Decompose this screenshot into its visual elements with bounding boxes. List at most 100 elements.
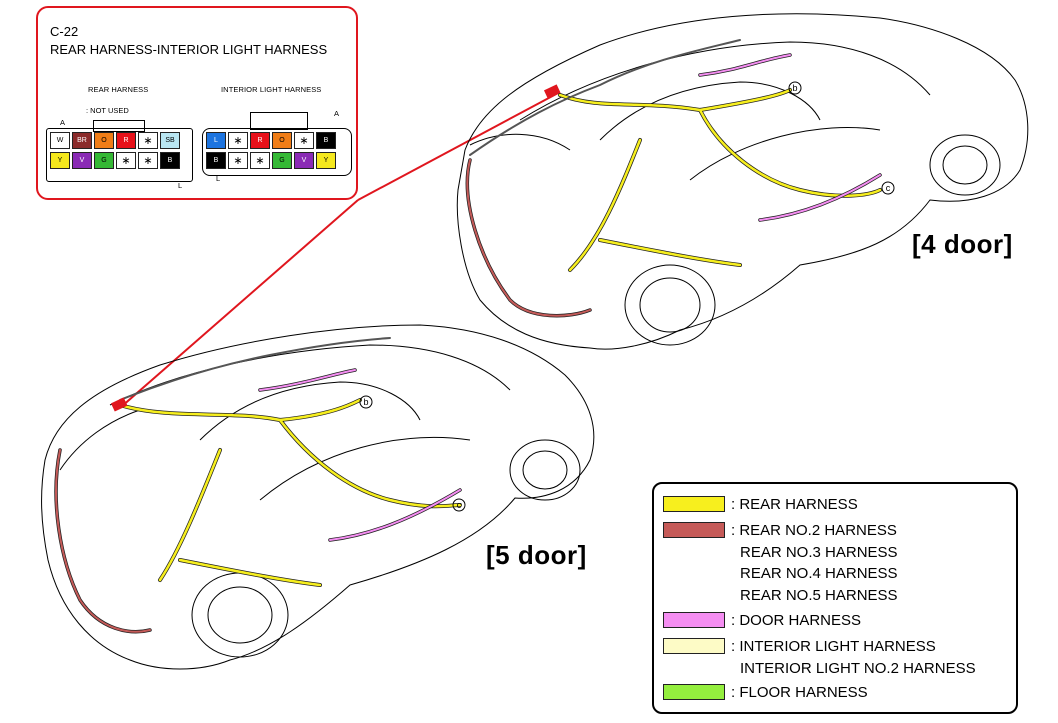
interior-light-harness-header: INTERIOR LIGHT HARNESS [221,85,322,94]
car-4-door-front-wheel-hub [942,145,988,185]
rear-harness-pin-2: BR [72,132,92,149]
legend-floor-harness: : FLOOR HARNESS [663,682,868,704]
car-4-door-window [599,81,821,141]
marker-b-4door-label: b [792,83,797,93]
interior-light-pin-10: G [272,152,292,169]
car-5-door-beltline [259,437,471,501]
interior-light-pin-4: O [272,132,292,149]
legend-text-rear: : REAR HARNESS [731,496,858,513]
rear-no2-harness-route-5door [54,448,152,634]
legend-text-rear-no3: REAR NO.3 HARNESS [740,543,898,561]
car-4-door-rear-wheel-hub [639,277,701,333]
rear-harness-pin-1: W [50,132,70,149]
car-5-door-front-wheel-hub [522,450,568,490]
marker-c-4door [881,181,895,195]
rear-harness-pin-5: ∗ [138,132,158,149]
car-4-door-beltline [689,127,881,181]
rear-harness-fill-5door [118,398,462,587]
legend-swatch-rear-no2 [663,522,725,538]
marker-b-5door-label: b [363,397,368,407]
car-4-door-roofline [519,41,931,121]
interior-light-pin-12: Y [316,152,336,169]
interior-light-harness-route-4door [469,39,741,156]
callout-leader-line-lower [120,199,359,408]
legend-rear-harness: : REAR HARNESS [663,494,858,516]
rear-harness-pin-9: G [94,152,114,169]
car-4-door-front-wheel [929,134,1001,196]
pin-label-l-right: L [216,174,221,183]
car-4-door-rear-wheel [624,264,716,346]
car-5-door-window [199,381,421,441]
rear-harness-pin-7: Y [50,152,70,169]
connector-name: REAR HARNESS-INTERIOR LIGHT HARNESS [50,42,328,57]
rear-harness-header: REAR HARNESS [88,85,149,94]
marker-b-4door [788,81,802,95]
pin-label-l-left: L [178,181,183,190]
connector-location-4door [543,84,561,99]
interior-light-pin-7: B [206,152,226,169]
car-4-door-harness [465,39,882,318]
interior-light-pin-8: ∗ [228,152,248,169]
rear-harness-pin-3: O [94,132,114,149]
marker-c-5door-label: c [457,500,462,510]
callout-leader-line [357,91,561,201]
interior-light-pin-1: L [206,132,226,149]
car-5-door-hatch [59,409,141,471]
legend-swatch-rear [663,496,725,512]
marker-c-4door-label: c [886,183,891,193]
interior-light-pin-3: R [250,132,270,149]
rear-harness-pin-10: ∗ [116,152,136,169]
interior-light-pin-9: ∗ [250,152,270,169]
interior-light-connector-latch [250,112,308,130]
pin-label-a-left: A [60,118,66,127]
rear-harness-pin-11: ∗ [138,152,158,169]
legend-text-door: : DOOR HARNESS [731,612,862,629]
legend-swatch-interior-light [663,638,725,654]
car-4-door [456,13,1029,350]
legend-text-interior-light-no2: INTERIOR LIGHT NO.2 HARNESS [740,659,976,677]
car-5-door [41,324,595,670]
rear-harness-pin-4: R [116,132,136,149]
interior-light-pin-11: V [294,152,314,169]
rear-harness-pin-12: B [160,152,180,169]
rear-no2-harness-fill-5door [55,449,151,633]
car-5-door-front-wheel [509,439,581,501]
rear-harness-route-4door [558,88,882,272]
title-4-door: [4 door] [912,229,1013,259]
legend-interior-light-harness: : INTERIOR LIGHT HARNESS INTERIOR LIGHT … [663,636,976,679]
door-harness-fill-5door [259,369,461,541]
rear-harness-pin-8: V [72,152,92,169]
connector-code: C-22 [50,24,79,39]
door-harness-fill-4door [699,54,881,221]
interior-light-connector-body [202,128,352,176]
legend-swatch-floor [663,684,725,700]
legend-swatch-door [663,612,725,628]
legend-text-rear-no5: REAR NO.5 HARNESS [740,586,898,604]
legend-text-interior-light: : INTERIOR LIGHT HARNESS [731,638,936,655]
marker-c-5door [452,498,466,512]
car-5-door-rear-wheel-hub [207,586,273,644]
legend-door-harness: : DOOR HARNESS [663,610,861,632]
legend-text-rear-no4: REAR NO.4 HARNESS [740,565,898,582]
car-5-door-rear-wheel [191,572,289,658]
rear-harness-route-5door [118,398,462,587]
rear-harness-fill-4door [558,88,882,272]
rear-no2-harness-route-4door [465,158,592,318]
connector-callout: C-22 REAR HARNESS-INTERIOR LIGHT HARNESS… [36,6,358,200]
car-5-door-body [41,324,595,670]
car-4-door-rear-section [469,133,571,151]
interior-light-pin-6: B [316,132,336,149]
rear-harness-pin-6: SB [160,132,180,149]
harness-legend: : REAR HARNESS : REAR NO.2 HARNESS REAR … [652,482,1018,714]
car-5-door-roofline [109,344,511,406]
door-harness-route-5door [258,368,462,542]
rear-harness-connector-body [46,128,193,182]
marker-b-5door [359,395,373,409]
pin-label-a-right: A [334,109,340,118]
car-4-door-body [456,13,1029,350]
legend-rear-no2-5-harness: : REAR NO.2 HARNESS REAR NO.3 HARNESS RE… [663,520,898,606]
